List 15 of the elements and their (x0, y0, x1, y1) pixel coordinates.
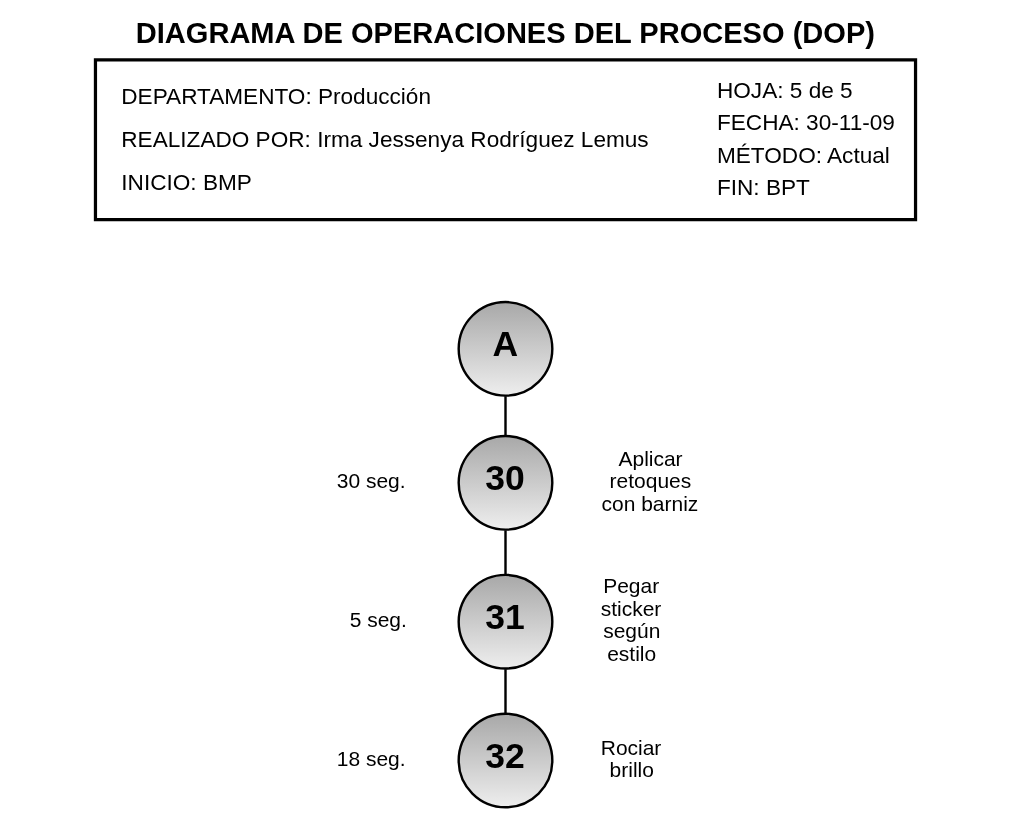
node-circle: A (456, 300, 554, 397)
node-circle: 32 (456, 712, 554, 809)
diagram-title: DIAGRAMA DE OPERACIONES DEL PROCESO (DOP) (135, 16, 875, 49)
node-label: Pegar sticker según estilo (600, 574, 661, 666)
node-label: 18 seg. (336, 746, 406, 770)
connector (503, 396, 507, 436)
node-circle: 30 (456, 434, 554, 531)
node-box: DEPARTAMENTO: Producción REALIZADO POR: Irma Jessenya Rodríguez Lemus INICIO: BMP HOJA: 5 de 5 FECHA: 30-11-09 MÉTODO: Actual FIN: BPT (93, 58, 917, 222)
node-label: 30 seg. (336, 469, 406, 493)
node-label: Aplicar retoques con barniz (601, 446, 698, 515)
node-circle: 31 (456, 573, 554, 670)
node-label: Rociar brillo (600, 735, 661, 782)
connector (503, 669, 507, 714)
node-label: 5 seg. (349, 608, 407, 632)
connector (503, 530, 507, 575)
